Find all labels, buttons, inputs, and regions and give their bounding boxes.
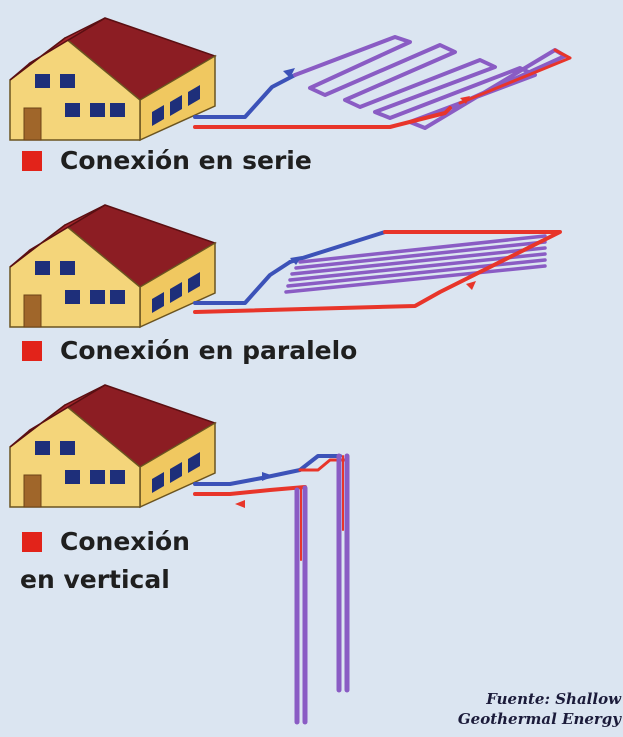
red-square-marker: [22, 532, 42, 552]
pipes-vertical: [193, 453, 350, 725]
house-vertical: [9, 384, 216, 508]
pipes-paralelo: [193, 230, 562, 314]
red-square-marker: [22, 341, 42, 361]
red-square-marker: [22, 151, 42, 171]
pipes-serie: [193, 35, 572, 130]
house-serie: [9, 17, 216, 141]
house-paralelo: [9, 204, 216, 328]
label-vertical-line1: Conexión: [22, 527, 190, 557]
source-line1: Fuente: Shallow: [486, 690, 621, 708]
label-paralelo: Conexión en paralelo: [22, 336, 357, 366]
source-line2: Geothermal Energy: [457, 710, 621, 728]
label-serie: Conexión en serie: [22, 146, 312, 176]
label-vertical-line2: en vertical: [20, 565, 170, 594]
